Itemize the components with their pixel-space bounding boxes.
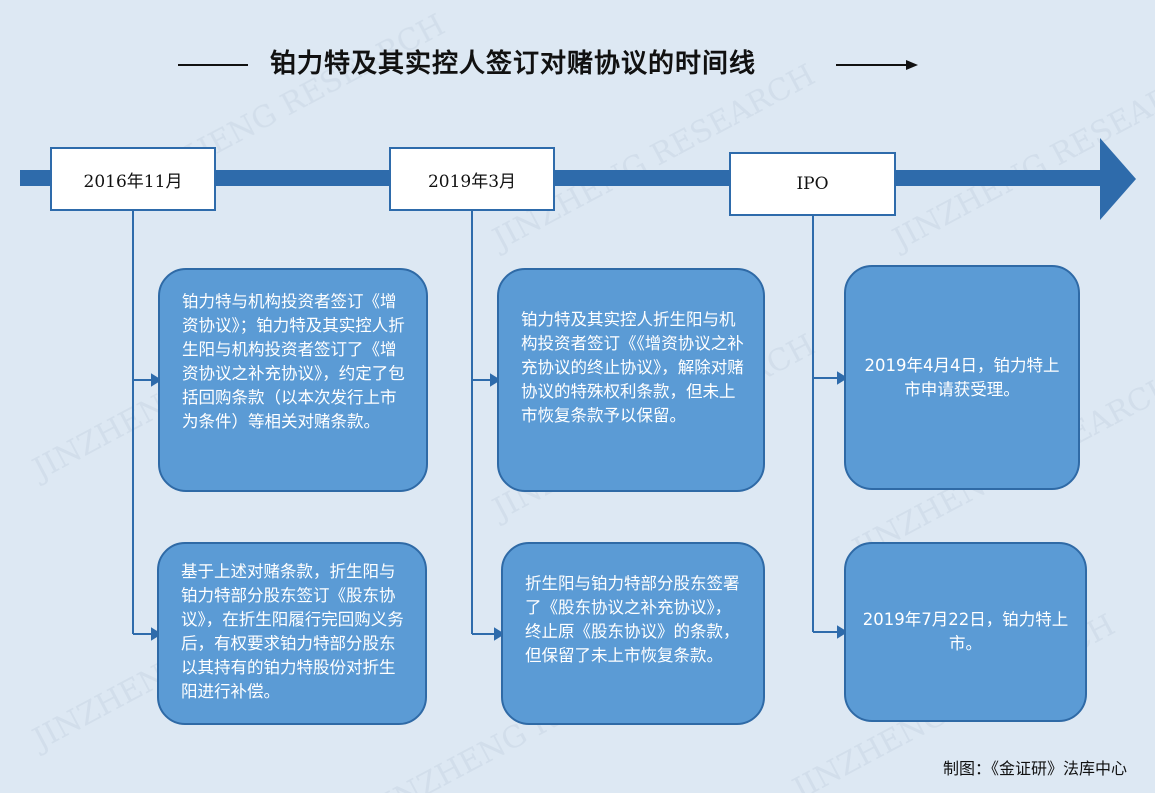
connector-arrow-1b bbox=[151, 627, 162, 641]
event-card-ipo-listed: 2019年7月22日，铂力特上市。 bbox=[844, 542, 1087, 722]
connector-arrow-2b bbox=[494, 627, 505, 641]
connector-arrow-2a bbox=[490, 373, 501, 387]
date-box-2016-11: 2016年11月 bbox=[50, 147, 216, 211]
credit-caption: 制图：《金证研》法库中心 bbox=[942, 759, 1127, 778]
title-arrowhead bbox=[906, 60, 918, 70]
connectors bbox=[132, 210, 848, 641]
connector-arrow-1a bbox=[151, 373, 162, 387]
date-box-2019-03: 2019年3月 bbox=[389, 147, 555, 211]
connector-arrow-3a bbox=[837, 371, 848, 385]
date-box-ipo: IPO bbox=[729, 152, 896, 216]
connector-arrow-3b bbox=[837, 625, 848, 639]
event-card-2019-supplement: 折生阳与铂力特部分股东签署了《股东协议之补充协议》，终止原《股东协议》的条款，但… bbox=[501, 542, 765, 725]
event-card-2016-agreement: 铂力特与机构投资者签订《增资协议》；铂力特及其实控人折生阳与机构投资者签订了《增… bbox=[158, 268, 428, 492]
event-card-2019-termination: 铂力特及其实控人折生阳与机构投资者签订《《增资协议之补充协议的终止协议》，解除对… bbox=[497, 268, 765, 492]
event-card-2016-shareholder: 基于上述对赌条款，折生阳与铂力特部分股东签订《股东协议》，在折生阳履行完回购义务… bbox=[157, 542, 427, 725]
timeline-arrowhead bbox=[1100, 138, 1136, 220]
page-title: 铂力特及其实控人签订对赌协议的时间线 bbox=[270, 49, 757, 79]
event-card-ipo-accepted: 2019年4月4日，铂力特上市申请获受理。 bbox=[844, 265, 1080, 490]
